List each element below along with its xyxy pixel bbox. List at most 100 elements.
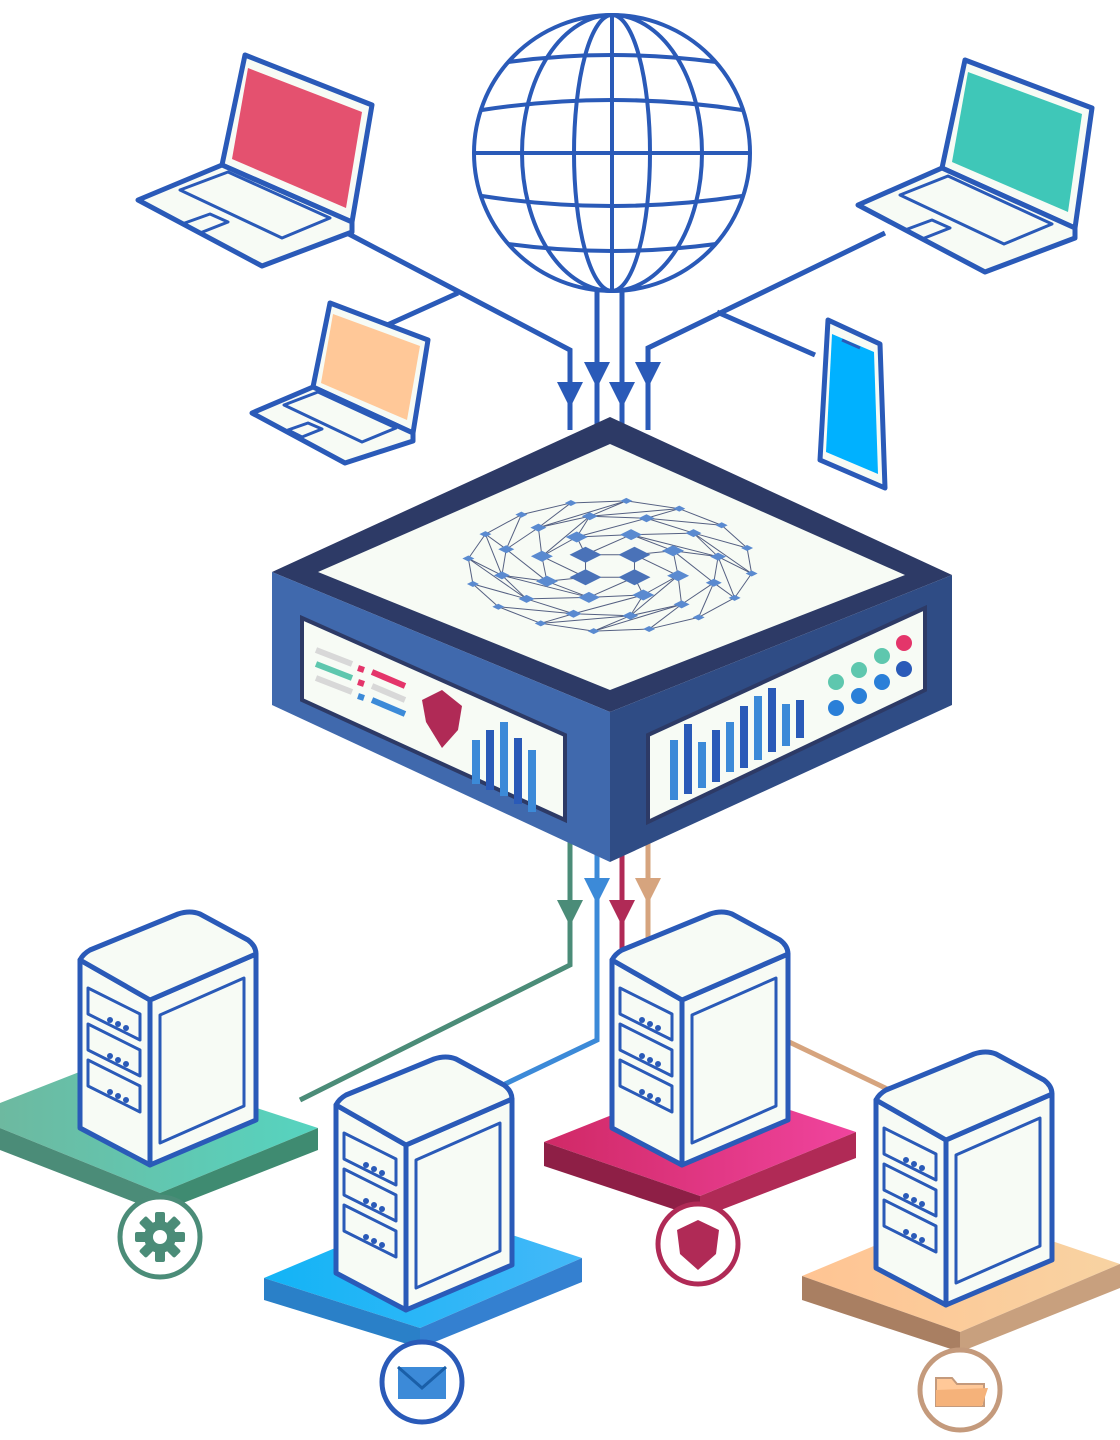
- mesh-node: [620, 529, 643, 541]
- indicator-dots: [828, 635, 912, 716]
- bar: [768, 688, 776, 752]
- network-hub: [272, 417, 952, 862]
- mesh-node: [518, 594, 535, 603]
- status-led: [639, 1017, 645, 1023]
- mesh-node: [638, 514, 655, 523]
- bar-graph-icon: [472, 722, 536, 812]
- mesh-node: [662, 545, 685, 557]
- status-led: [363, 1234, 369, 1240]
- status-led: [639, 1089, 645, 1095]
- smartphone-icon: [817, 317, 888, 491]
- status-led: [123, 1097, 129, 1103]
- bar-graph-icon: [670, 688, 804, 800]
- server-links: [298, 830, 902, 1103]
- mesh-node: [493, 571, 510, 580]
- status-led: [379, 1206, 385, 1212]
- status-led: [919, 1237, 925, 1243]
- status-led: [123, 1061, 129, 1067]
- bar: [782, 704, 790, 746]
- link-files-server-b: [783, 1037, 902, 1098]
- status-led: [115, 1021, 121, 1027]
- status-led: [655, 1061, 661, 1067]
- mesh-node: [565, 609, 582, 618]
- downlink-arrows-bottom: [557, 878, 661, 926]
- mesh-node: [569, 569, 602, 586]
- mesh-node: [515, 511, 528, 518]
- status-led: [919, 1201, 925, 1207]
- mesh-node: [728, 594, 741, 601]
- bar: [514, 738, 522, 804]
- mesh-node: [530, 550, 553, 562]
- badge-files: [917, 1347, 1003, 1433]
- status-led: [115, 1093, 121, 1099]
- mesh-node: [577, 591, 600, 603]
- status-led: [371, 1166, 377, 1172]
- arrow-down-icon: [635, 362, 661, 388]
- globe-icon: [472, 13, 752, 293]
- status-led: [107, 1089, 113, 1095]
- mesh-node: [741, 544, 754, 551]
- arrow-down-icon: [584, 878, 610, 904]
- bar: [712, 730, 720, 782]
- bar: [670, 740, 678, 800]
- status-led: [123, 1025, 129, 1031]
- mesh-node: [692, 614, 705, 621]
- bar: [754, 696, 762, 760]
- status-led: [655, 1025, 661, 1031]
- link-laptop-peach: [383, 290, 460, 329]
- mesh-node: [685, 529, 702, 538]
- downlink-arrows-top: [557, 362, 661, 408]
- status-led: [115, 1057, 121, 1063]
- bar: [472, 740, 480, 784]
- arrow-down-icon: [557, 900, 583, 926]
- bar: [500, 722, 508, 796]
- mesh-node: [745, 570, 758, 577]
- status-led: [903, 1229, 909, 1235]
- mesh-node: [565, 531, 588, 543]
- mesh-node: [534, 620, 547, 627]
- mesh-node: [479, 531, 492, 538]
- shield-icon: [677, 1220, 719, 1270]
- link-laptop-teal: [645, 230, 887, 430]
- status-led: [371, 1238, 377, 1244]
- laptop-icon: [135, 52, 375, 269]
- server-tower-icon: [609, 909, 791, 1168]
- bar: [684, 724, 692, 794]
- status-led: [911, 1197, 917, 1203]
- link-mail-server: [503, 830, 600, 1087]
- servers: [77, 909, 1055, 1313]
- bar: [726, 722, 734, 772]
- envelope-icon: [397, 1365, 447, 1399]
- status-led: [911, 1233, 917, 1239]
- gear-icon: [135, 1212, 185, 1262]
- mesh-node: [581, 512, 598, 521]
- mesh-node: [618, 569, 651, 586]
- server-tower-icon: [333, 1054, 515, 1313]
- mesh-node: [466, 581, 479, 588]
- status-led: [371, 1202, 377, 1208]
- bar: [486, 730, 494, 790]
- mesh-node: [715, 522, 728, 529]
- mesh-node: [622, 611, 639, 620]
- bar: [528, 750, 536, 812]
- status-led: [363, 1162, 369, 1168]
- server-tower-icon: [873, 1049, 1055, 1308]
- folder-icon: [935, 1377, 988, 1407]
- badge-security: [655, 1201, 741, 1287]
- arrow-down-icon: [584, 362, 610, 388]
- bar: [796, 700, 804, 738]
- mesh-node: [667, 570, 690, 582]
- mesh-node: [535, 575, 558, 587]
- status-led: [363, 1198, 369, 1204]
- status-led: [647, 1021, 653, 1027]
- mesh-node: [564, 499, 577, 506]
- status-led: [903, 1193, 909, 1199]
- status-led: [647, 1093, 653, 1099]
- mesh-network: [462, 497, 758, 635]
- mesh-node: [530, 523, 547, 532]
- laptop-icon: [249, 300, 431, 466]
- status-led: [107, 1017, 113, 1023]
- arrow-down-icon: [557, 382, 583, 408]
- mesh-node: [587, 628, 600, 635]
